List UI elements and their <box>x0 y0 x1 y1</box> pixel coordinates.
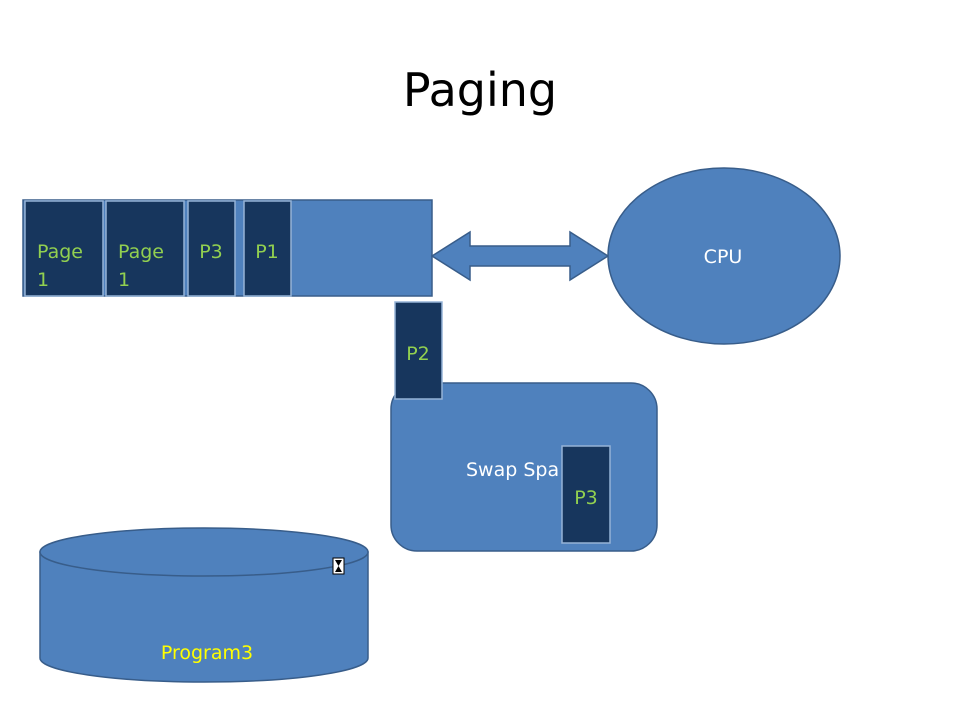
memory-frame-4: P1 <box>243 200 292 297</box>
frame-label-line1: P3 <box>199 241 223 263</box>
memory-frame-1: Page 1 <box>24 200 104 297</box>
cpu-ellipse <box>607 167 841 345</box>
frame-label-line1: Page <box>118 241 164 263</box>
memory-cpu-double-arrow <box>430 230 610 282</box>
moving-page-p2: P2 <box>394 301 443 400</box>
memory-frame-2: Page 1 <box>105 200 185 297</box>
frame-label-line1: P1 <box>255 241 279 263</box>
slide-title: Paging <box>403 63 557 117</box>
cpu-label: CPU <box>704 246 743 268</box>
hourglass-icon <box>332 557 345 575</box>
program-label: Program3 <box>161 642 253 664</box>
moving-page-label: P2 <box>406 343 430 365</box>
frame-label-line1: Page <box>37 241 83 263</box>
swap-space-label: Swap Spa <box>466 459 559 481</box>
program-disk-cylinder: Program3 <box>39 527 369 683</box>
frame-label-line2: 1 <box>37 269 49 291</box>
memory-frame-3: P3 <box>187 200 236 297</box>
frame-label-line2: 1 <box>118 269 130 291</box>
swap-page-p3: P3 <box>561 445 611 544</box>
swap-page-label: P3 <box>574 487 598 509</box>
